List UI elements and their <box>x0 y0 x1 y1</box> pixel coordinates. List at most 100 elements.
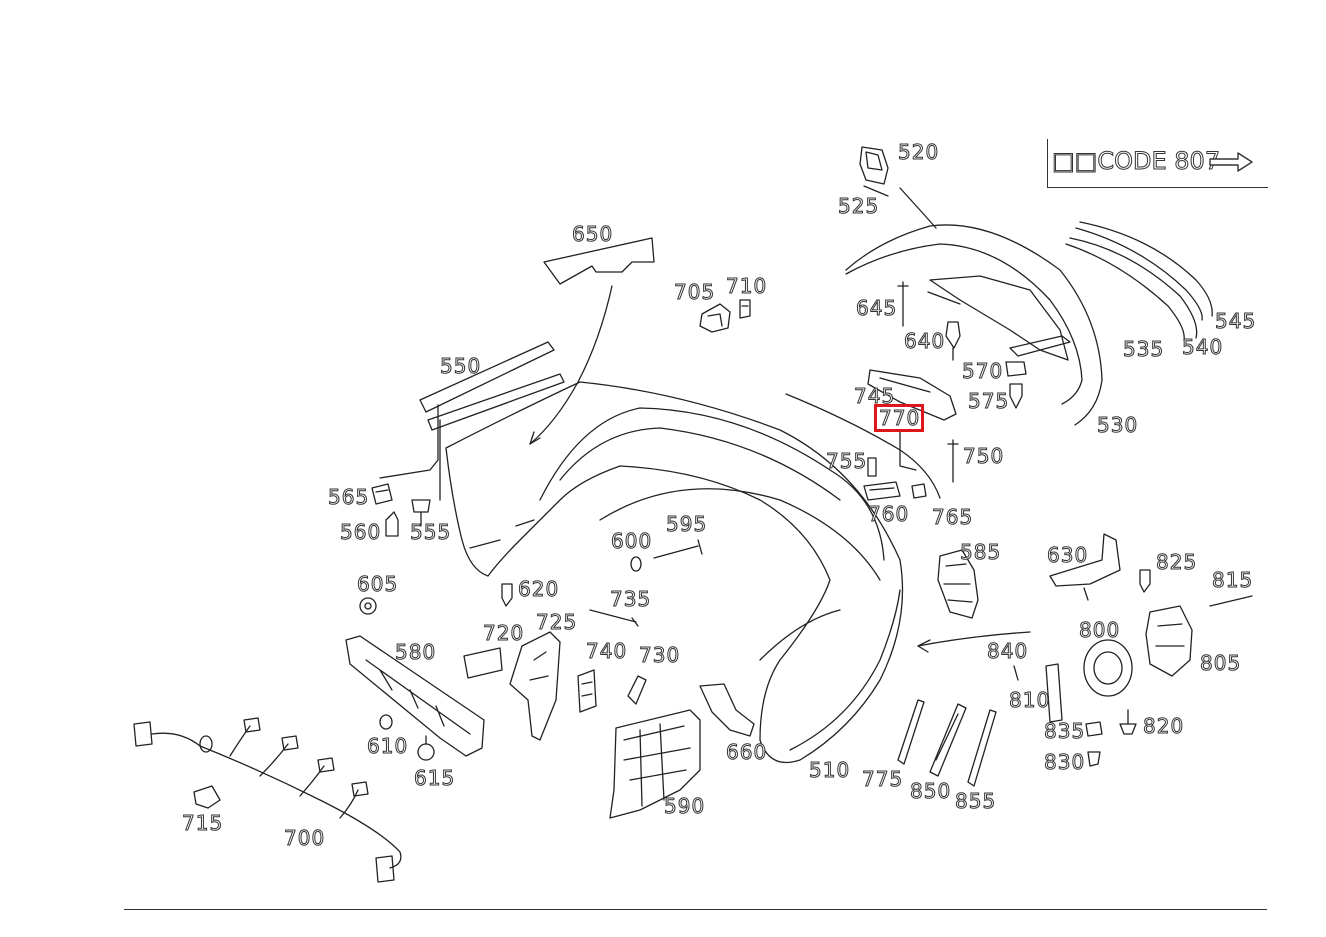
label-575[interactable]: 575 <box>967 389 1010 413</box>
label-520[interactable]: 520 <box>897 140 940 164</box>
label-815[interactable]: 815 <box>1211 568 1254 592</box>
label-800[interactable]: 800 <box>1078 618 1121 642</box>
label-730[interactable]: 730 <box>638 643 681 667</box>
label-755[interactable]: 755 <box>825 449 868 473</box>
part-850-strip <box>929 703 967 777</box>
code-note-box: □□CODE 807 <box>1047 139 1268 188</box>
part-550-side-trim <box>379 341 565 501</box>
part-855-strip <box>967 709 997 787</box>
part-705-bracket <box>699 303 731 333</box>
label-645[interactable]: 645 <box>855 296 898 320</box>
label-560[interactable]: 560 <box>339 520 382 544</box>
label-595[interactable]: 595 <box>665 512 708 536</box>
label-710[interactable]: 710 <box>725 274 768 298</box>
part-630-bracket <box>1049 533 1121 601</box>
label-805[interactable]: 805 <box>1199 651 1242 675</box>
label-700[interactable]: 700 <box>283 826 326 850</box>
part-610-nut <box>379 714 393 730</box>
label-830[interactable]: 830 <box>1043 750 1086 774</box>
label-720[interactable]: 720 <box>482 621 525 645</box>
label-620[interactable]: 620 <box>517 577 560 601</box>
label-850[interactable]: 850 <box>909 779 952 803</box>
part-810-bracket <box>1045 663 1063 723</box>
part-825-clip <box>1139 569 1151 593</box>
label-535[interactable]: 535 <box>1122 337 1165 361</box>
label-775[interactable]: 775 <box>861 767 904 791</box>
label-570[interactable]: 570 <box>961 359 1004 383</box>
label-525[interactable]: 525 <box>837 194 880 218</box>
label-610[interactable]: 610 <box>366 734 409 758</box>
label-825[interactable]: 825 <box>1155 550 1198 574</box>
part-835-clip <box>1085 721 1103 737</box>
part-535-strip <box>1009 335 1071 357</box>
label-640[interactable]: 640 <box>903 329 946 353</box>
part-840-rod <box>917 631 1031 681</box>
label-750[interactable]: 750 <box>962 444 1005 468</box>
part-700-wiring-harness <box>133 717 402 883</box>
label-835[interactable]: 835 <box>1043 719 1086 743</box>
label-545[interactable]: 545 <box>1214 309 1257 333</box>
part-585-bracket <box>937 549 979 619</box>
part-800-sensor-holder <box>1083 639 1133 697</box>
part-660-bracket <box>699 683 755 737</box>
part-615-clip <box>417 735 435 761</box>
part-760-bracket <box>863 481 901 501</box>
label-705[interactable]: 705 <box>673 280 716 304</box>
label-810[interactable]: 810 <box>1008 688 1051 712</box>
part-620-clip <box>501 583 513 607</box>
label-855[interactable]: 855 <box>954 789 997 813</box>
label-530[interactable]: 530 <box>1096 413 1139 437</box>
highlight-box-770[interactable] <box>874 404 924 432</box>
part-770-rod <box>785 393 941 499</box>
label-510[interactable]: 510 <box>808 758 851 782</box>
label-820[interactable]: 820 <box>1142 714 1185 738</box>
part-560-screw <box>385 511 399 537</box>
label-760[interactable]: 760 <box>867 502 910 526</box>
bottom-rule <box>124 909 1267 910</box>
label-615[interactable]: 615 <box>413 766 456 790</box>
part-520-bracket <box>859 146 937 229</box>
label-745[interactable]: 745 <box>853 384 896 408</box>
label-770[interactable]: 770 <box>878 406 921 430</box>
part-775-strip <box>897 699 925 765</box>
part-530-upper-cover <box>845 224 1103 426</box>
label-650[interactable]: 650 <box>571 222 614 246</box>
label-565[interactable]: 565 <box>327 485 370 509</box>
part-650-panel <box>529 237 655 445</box>
part-645-stud <box>897 281 909 327</box>
label-585[interactable]: 585 <box>959 540 1002 564</box>
label-840[interactable]: 840 <box>986 639 1029 663</box>
label-555[interactable]: 555 <box>409 520 452 544</box>
part-720-sensor-cover <box>463 647 503 679</box>
label-590[interactable]: 590 <box>663 794 706 818</box>
part-570-575-clips <box>1005 361 1027 409</box>
part-820-screw <box>1119 709 1137 735</box>
part-725-bracket <box>509 631 561 741</box>
part-555-clip <box>411 499 431 527</box>
part-745-bracket <box>867 369 957 421</box>
part-735-rod <box>589 609 639 627</box>
part-605-nut <box>359 597 377 615</box>
label-735[interactable]: 735 <box>609 587 652 611</box>
part-755-screw <box>867 457 877 477</box>
label-715[interactable]: 715 <box>181 811 224 835</box>
label-660[interactable]: 660 <box>725 740 768 764</box>
part-540-strip <box>1065 237 1198 341</box>
label-540[interactable]: 540 <box>1181 335 1224 359</box>
label-725[interactable]: 725 <box>535 610 578 634</box>
label-630[interactable]: 630 <box>1046 543 1089 567</box>
part-715-connector <box>193 785 221 809</box>
label-605[interactable]: 605 <box>356 572 399 596</box>
part-815-rod <box>1209 595 1253 607</box>
code-note-text: □□CODE 807 <box>1051 147 1221 176</box>
part-740-holder <box>577 669 597 713</box>
part-750-stud <box>947 439 959 483</box>
label-600[interactable]: 600 <box>610 529 653 553</box>
label-550[interactable]: 550 <box>439 354 482 378</box>
label-740[interactable]: 740 <box>585 639 628 663</box>
label-580[interactable]: 580 <box>394 640 437 664</box>
part-765-clip <box>911 483 927 499</box>
label-765[interactable]: 765 <box>931 505 974 529</box>
right-arrow-icon <box>1209 152 1253 172</box>
